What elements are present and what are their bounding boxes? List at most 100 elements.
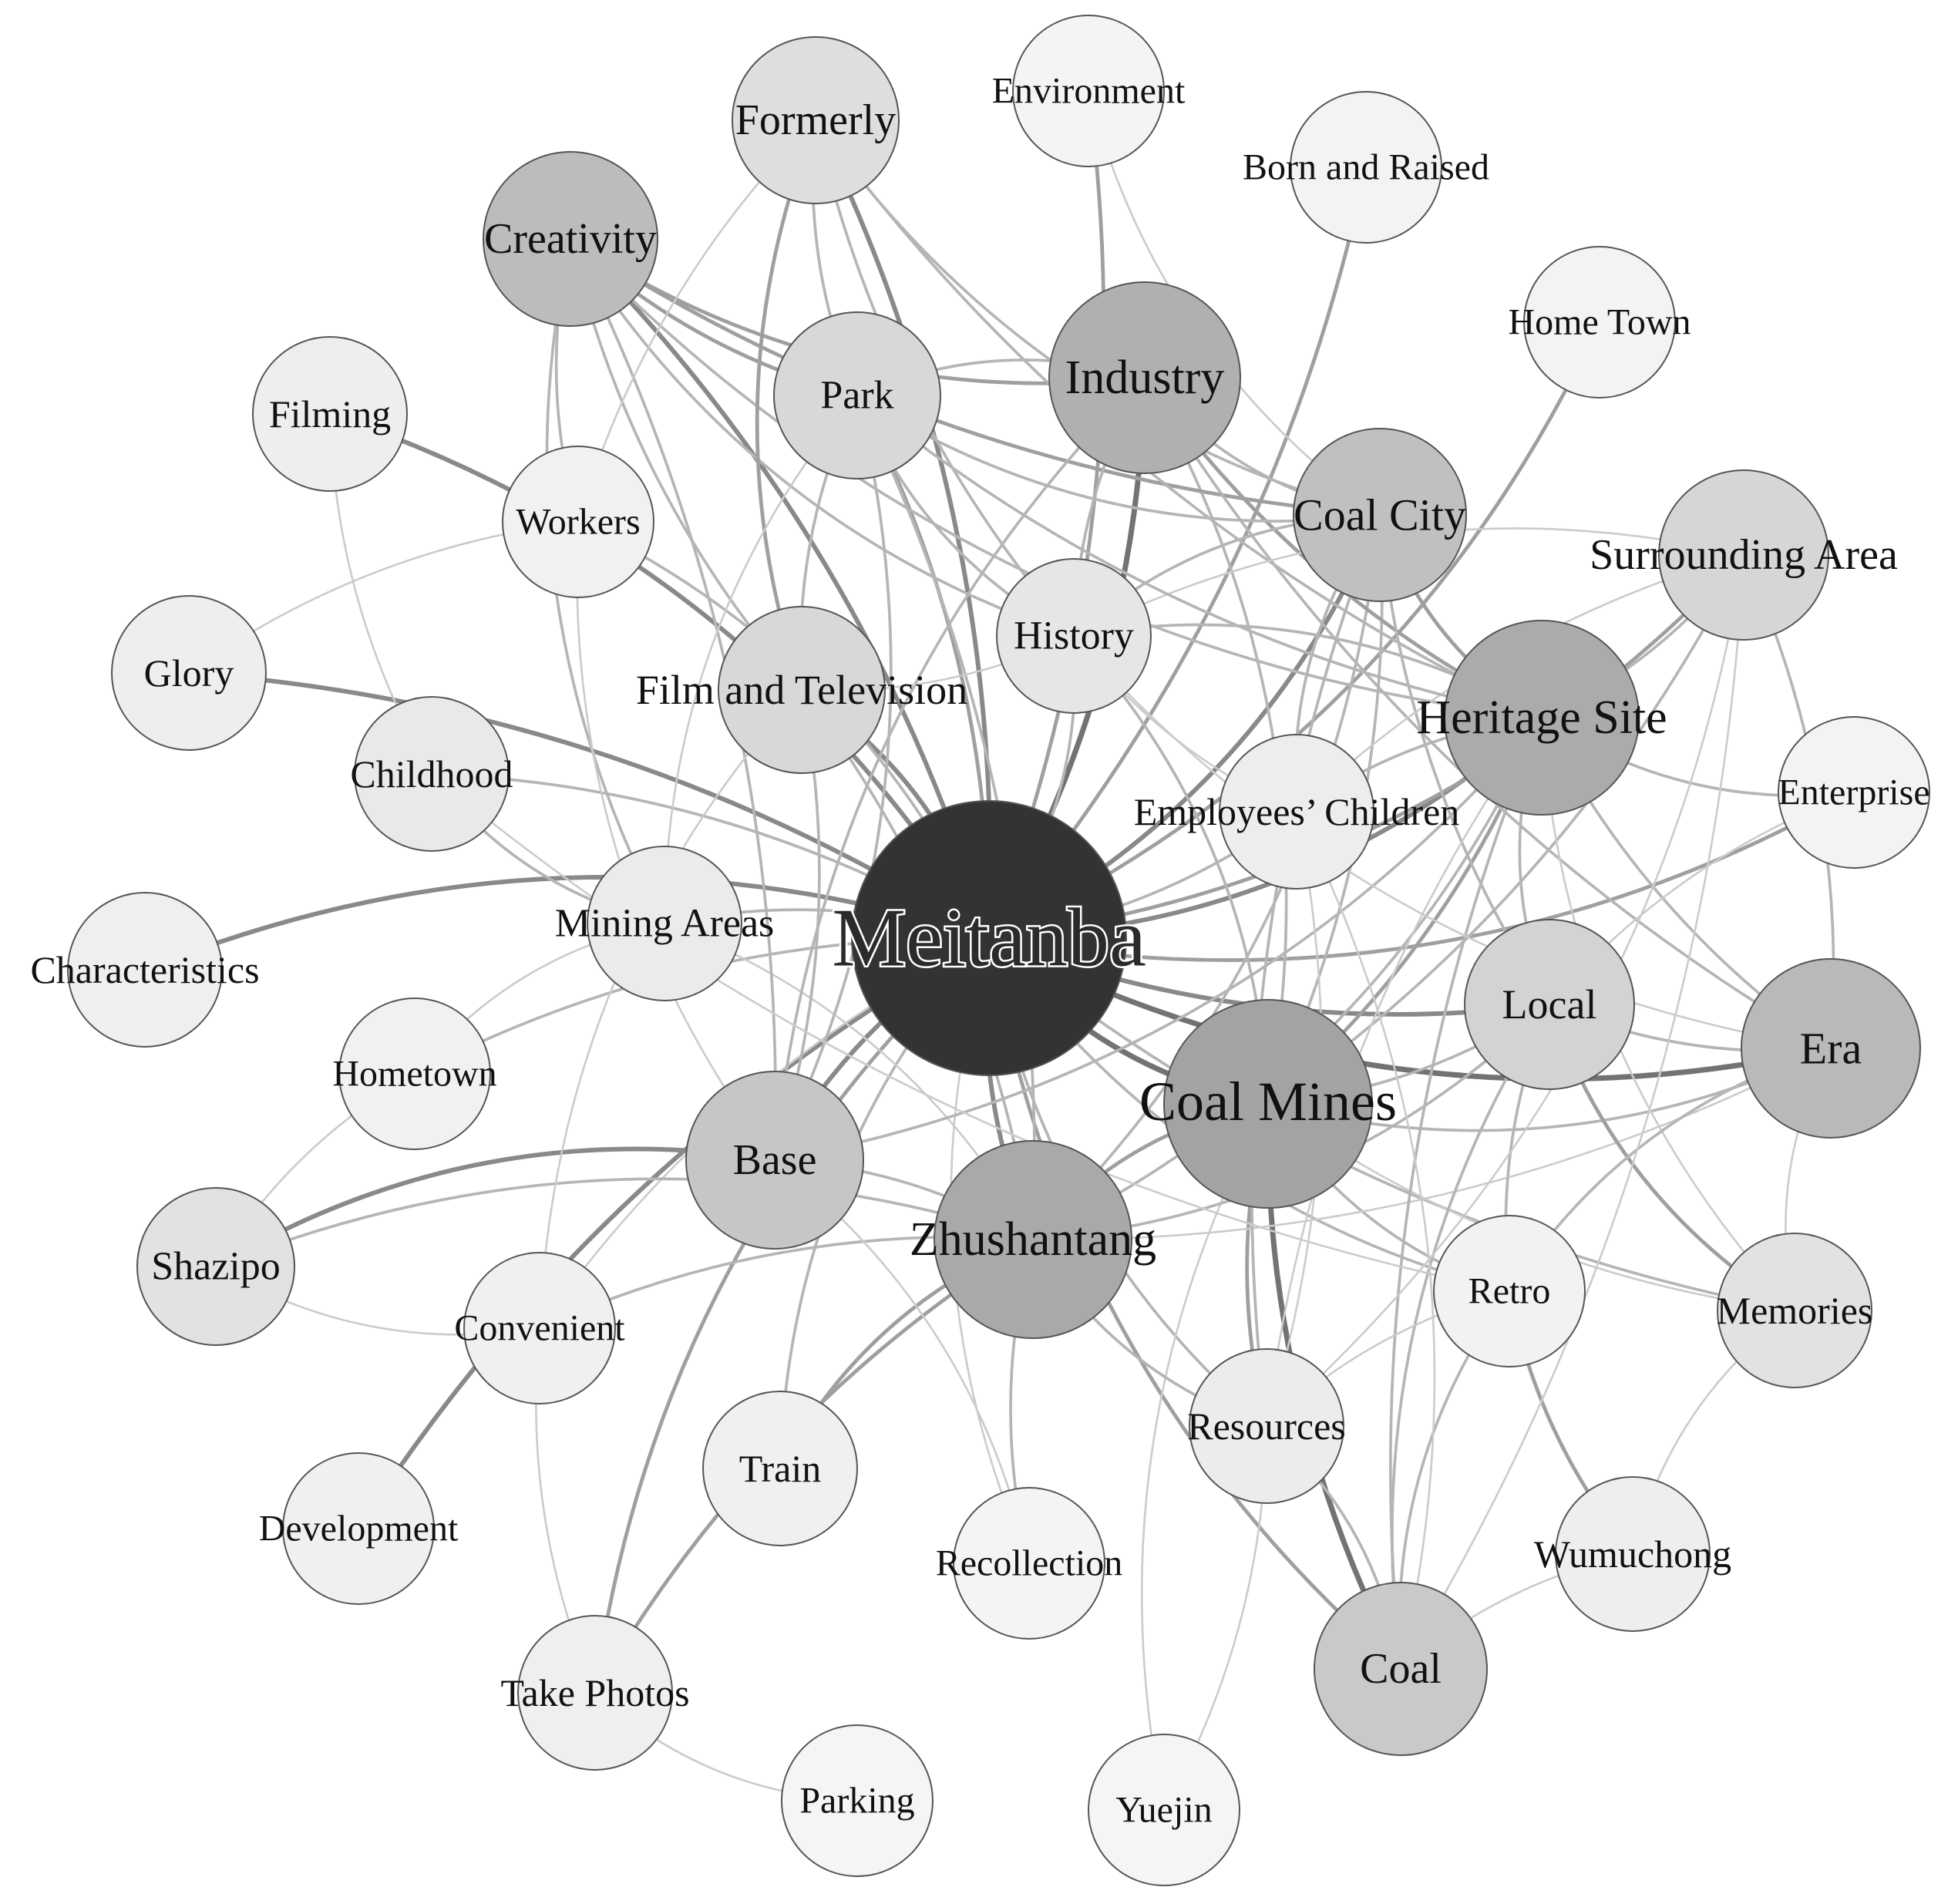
node-formerly: Formerly — [732, 36, 900, 204]
node-circle-zhushantang — [934, 1140, 1132, 1339]
edge-local-coal — [1391, 1004, 1551, 1670]
node-label-industry: Industry — [1065, 352, 1225, 404]
edge-base-heritage-site — [774, 716, 1543, 1162]
node-circle-retro — [1433, 1215, 1586, 1367]
node-zhushantang: Zhushantang — [910, 1140, 1156, 1339]
node-circle-yuejin — [1088, 1734, 1240, 1886]
node-circle-childhood — [354, 696, 510, 852]
edge-workers-base — [576, 521, 776, 1161]
node-circle-coal-city — [1293, 428, 1467, 602]
node-label-coal: Coal — [1360, 1645, 1442, 1693]
node-meitanba: Meitanba — [830, 800, 1148, 1076]
node-circle-meitanba — [851, 800, 1127, 1076]
node-enterprise: Enterprise — [1778, 716, 1930, 869]
node-base: Base — [685, 1071, 864, 1250]
node-label-development: Development — [259, 1509, 459, 1549]
node-label-mining-areas: Mining Areas — [555, 902, 775, 946]
node-circle-employees-children — [1219, 734, 1374, 890]
node-childhood: Childhood — [350, 696, 513, 852]
edge-coal-city-resources — [1250, 514, 1381, 1427]
node-workers: Workers — [502, 446, 654, 598]
node-circle-characteristics — [67, 892, 223, 1048]
node-circle-convenient — [463, 1252, 616, 1404]
node-circle-recollection — [953, 1487, 1105, 1640]
node-local: Local — [1464, 919, 1635, 1090]
node-circle-formerly — [732, 36, 900, 204]
node-label-film-and-television: Film and Television — [636, 667, 967, 713]
node-coal: Coal — [1314, 1582, 1488, 1756]
node-industry: Industry — [1048, 281, 1241, 474]
node-circle-local — [1464, 919, 1635, 1090]
node-label-characteristics: Characteristics — [30, 948, 259, 991]
node-circle-wumuchong — [1555, 1476, 1711, 1632]
node-label-era: Era — [1800, 1024, 1862, 1074]
node-label-memories: Memories — [1717, 1289, 1873, 1332]
node-circle-workers — [502, 446, 654, 598]
node-label-hometown: Hometown — [332, 1054, 496, 1095]
edge-coal-mines-industry — [1143, 377, 1288, 1105]
edge-industry-base — [773, 376, 1146, 1161]
node-circle-heritage-site — [1444, 620, 1640, 816]
node-label-heritage-site: Heritage Site — [1416, 691, 1667, 744]
node-film-and-television: Film and Television — [636, 606, 967, 774]
node-circle-creativity — [483, 151, 658, 327]
node-circle-enterprise — [1778, 716, 1930, 869]
node-retro: Retro — [1433, 1215, 1586, 1367]
node-circle-parking — [781, 1724, 934, 1877]
node-heritage-site: Heritage Site — [1416, 620, 1667, 816]
node-resources: Resources — [1187, 1348, 1346, 1504]
edge-coal-employees-children — [1295, 811, 1436, 1670]
node-home-town: Home Town — [1508, 246, 1691, 399]
node-yuejin: Yuejin — [1088, 1734, 1240, 1886]
edge-childhood-retro — [431, 773, 1510, 1293]
node-label-shazipo: Shazipo — [151, 1245, 281, 1289]
node-circle-born-and-raised — [1290, 91, 1442, 244]
node-label-park: Park — [820, 374, 893, 418]
node-circle-shazipo — [136, 1187, 295, 1346]
node-circle-glory — [111, 595, 267, 751]
edge-zhushantang-shazipo — [215, 1177, 1034, 1268]
node-coal-city: Coal City — [1293, 428, 1467, 602]
node-circle-base — [685, 1071, 864, 1250]
node-label-born-and-raised: Born and Raised — [1243, 147, 1489, 188]
node-label-coal-city: Coal City — [1294, 490, 1466, 540]
edge-industry-era — [1143, 377, 1832, 1050]
node-parking: Parking — [781, 1724, 934, 1877]
node-label-recollection: Recollection — [936, 1543, 1123, 1584]
node-history: History — [996, 558, 1152, 714]
node-label-home-town: Home Town — [1508, 302, 1691, 343]
node-label-history: History — [1014, 614, 1134, 658]
edge-film-and-television-convenient — [538, 689, 802, 1329]
node-label-retro: Retro — [1468, 1271, 1551, 1312]
node-label-meitanba: Meitanba — [832, 893, 1146, 984]
node-surrounding-area: Surrounding Area — [1590, 469, 1898, 641]
node-circle-memories — [1717, 1233, 1872, 1388]
node-born-and-raised: Born and Raised — [1243, 91, 1489, 244]
node-coal-mines: Coal Mines — [1139, 999, 1397, 1209]
node-label-coal-mines: Coal Mines — [1139, 1071, 1397, 1132]
node-hometown: Hometown — [332, 997, 497, 1150]
node-label-glory: Glory — [144, 651, 234, 695]
node-characteristics: Characteristics — [30, 892, 260, 1048]
node-label-environment: Environment — [992, 71, 1186, 112]
node-take-photos: Take Photos — [500, 1615, 690, 1771]
edge-creativity-heritage-site — [569, 237, 1543, 719]
node-label-surrounding-area: Surrounding Area — [1590, 531, 1898, 579]
node-circle-surrounding-area — [1658, 469, 1829, 641]
node-circle-mining-areas — [587, 846, 742, 1001]
node-creativity: Creativity — [483, 151, 658, 327]
node-circle-train — [702, 1391, 858, 1546]
edge-park-mining-areas — [663, 395, 858, 924]
node-wumuchong: Wumuchong — [1534, 1476, 1731, 1632]
node-glory: Glory — [111, 595, 267, 751]
edge-base-park — [773, 395, 893, 1161]
node-era: Era — [1741, 958, 1921, 1139]
node-label-creativity: Creativity — [484, 215, 657, 263]
edge-coal-surrounding-area — [1399, 554, 1745, 1670]
node-label-train: Train — [739, 1447, 822, 1490]
node-circle-development — [282, 1452, 435, 1605]
node-circle-filming — [252, 336, 408, 492]
node-circle-era — [1741, 958, 1921, 1139]
